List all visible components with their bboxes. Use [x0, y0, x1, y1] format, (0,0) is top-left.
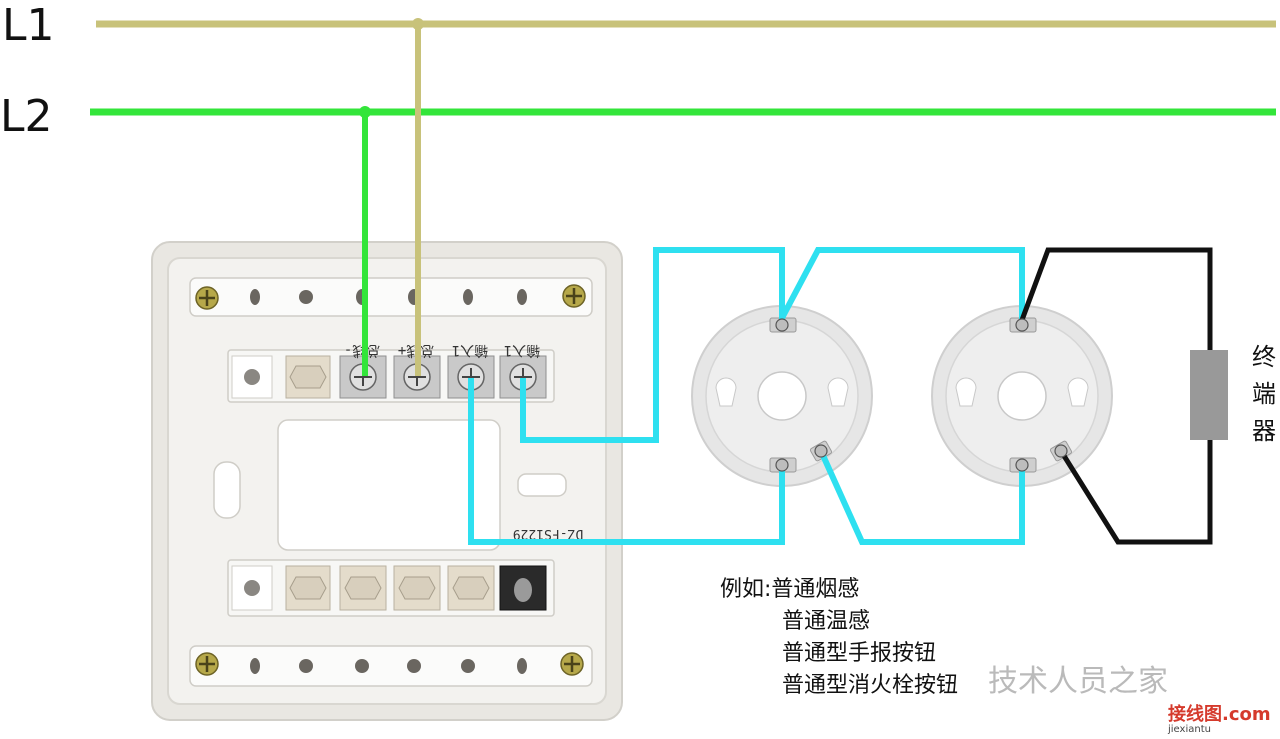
bottom-strip-holes — [250, 658, 527, 674]
module-model: DZ-FS1229 — [513, 526, 583, 541]
input-module — [151, 241, 623, 721]
terminal-label: 输入1 — [504, 342, 540, 358]
device-examples: 例如:普通烟感 普通温感 普通型手报按钮 普通型消火栓按钮 — [720, 574, 958, 702]
site-watermark: 接线图.com jiexiantu — [1168, 706, 1271, 735]
detector-base — [691, 305, 873, 487]
bus-label-l1: L1 — [2, 0, 55, 51]
signal-wire — [468, 378, 785, 545]
corner-screw-icon — [560, 652, 584, 676]
end-of-line-label-char: 端 — [1252, 380, 1276, 408]
eol-wire — [1058, 440, 1213, 545]
terminal-screw-icon — [775, 318, 1068, 472]
terminal-label: 输入1 — [452, 342, 488, 358]
eol-wire — [1019, 247, 1213, 350]
watermark: 技术人员之家 — [988, 664, 1168, 699]
corner-screw-icon — [562, 284, 586, 308]
signal-wire — [779, 247, 1025, 325]
site-watermark-sub: jiexiantu — [1168, 724, 1211, 735]
lower-terminals — [231, 565, 547, 611]
bus-label-l2: L2 — [0, 91, 53, 142]
signal-wire — [520, 247, 785, 443]
site-watermark-main: 接线图.com — [1168, 704, 1271, 725]
end-of-line-label-char: 器 — [1252, 417, 1276, 445]
junction-dot — [359, 106, 371, 118]
example-line: 普通型消火栓按钮 — [782, 673, 959, 698]
wires — [90, 18, 1276, 545]
corner-screw-icon — [195, 652, 219, 676]
example-line: 普通型手报按钮 — [782, 641, 937, 666]
end-of-line-resistor — [1190, 350, 1228, 440]
junction-dot — [412, 18, 424, 30]
example-line: 普通温感 — [782, 609, 871, 634]
signal-wire — [818, 449, 1025, 545]
corner-screw-icon — [195, 286, 219, 310]
example-line: 例如:普通烟感 — [720, 577, 860, 602]
end-of-line-label-char: 终 — [1252, 343, 1276, 371]
